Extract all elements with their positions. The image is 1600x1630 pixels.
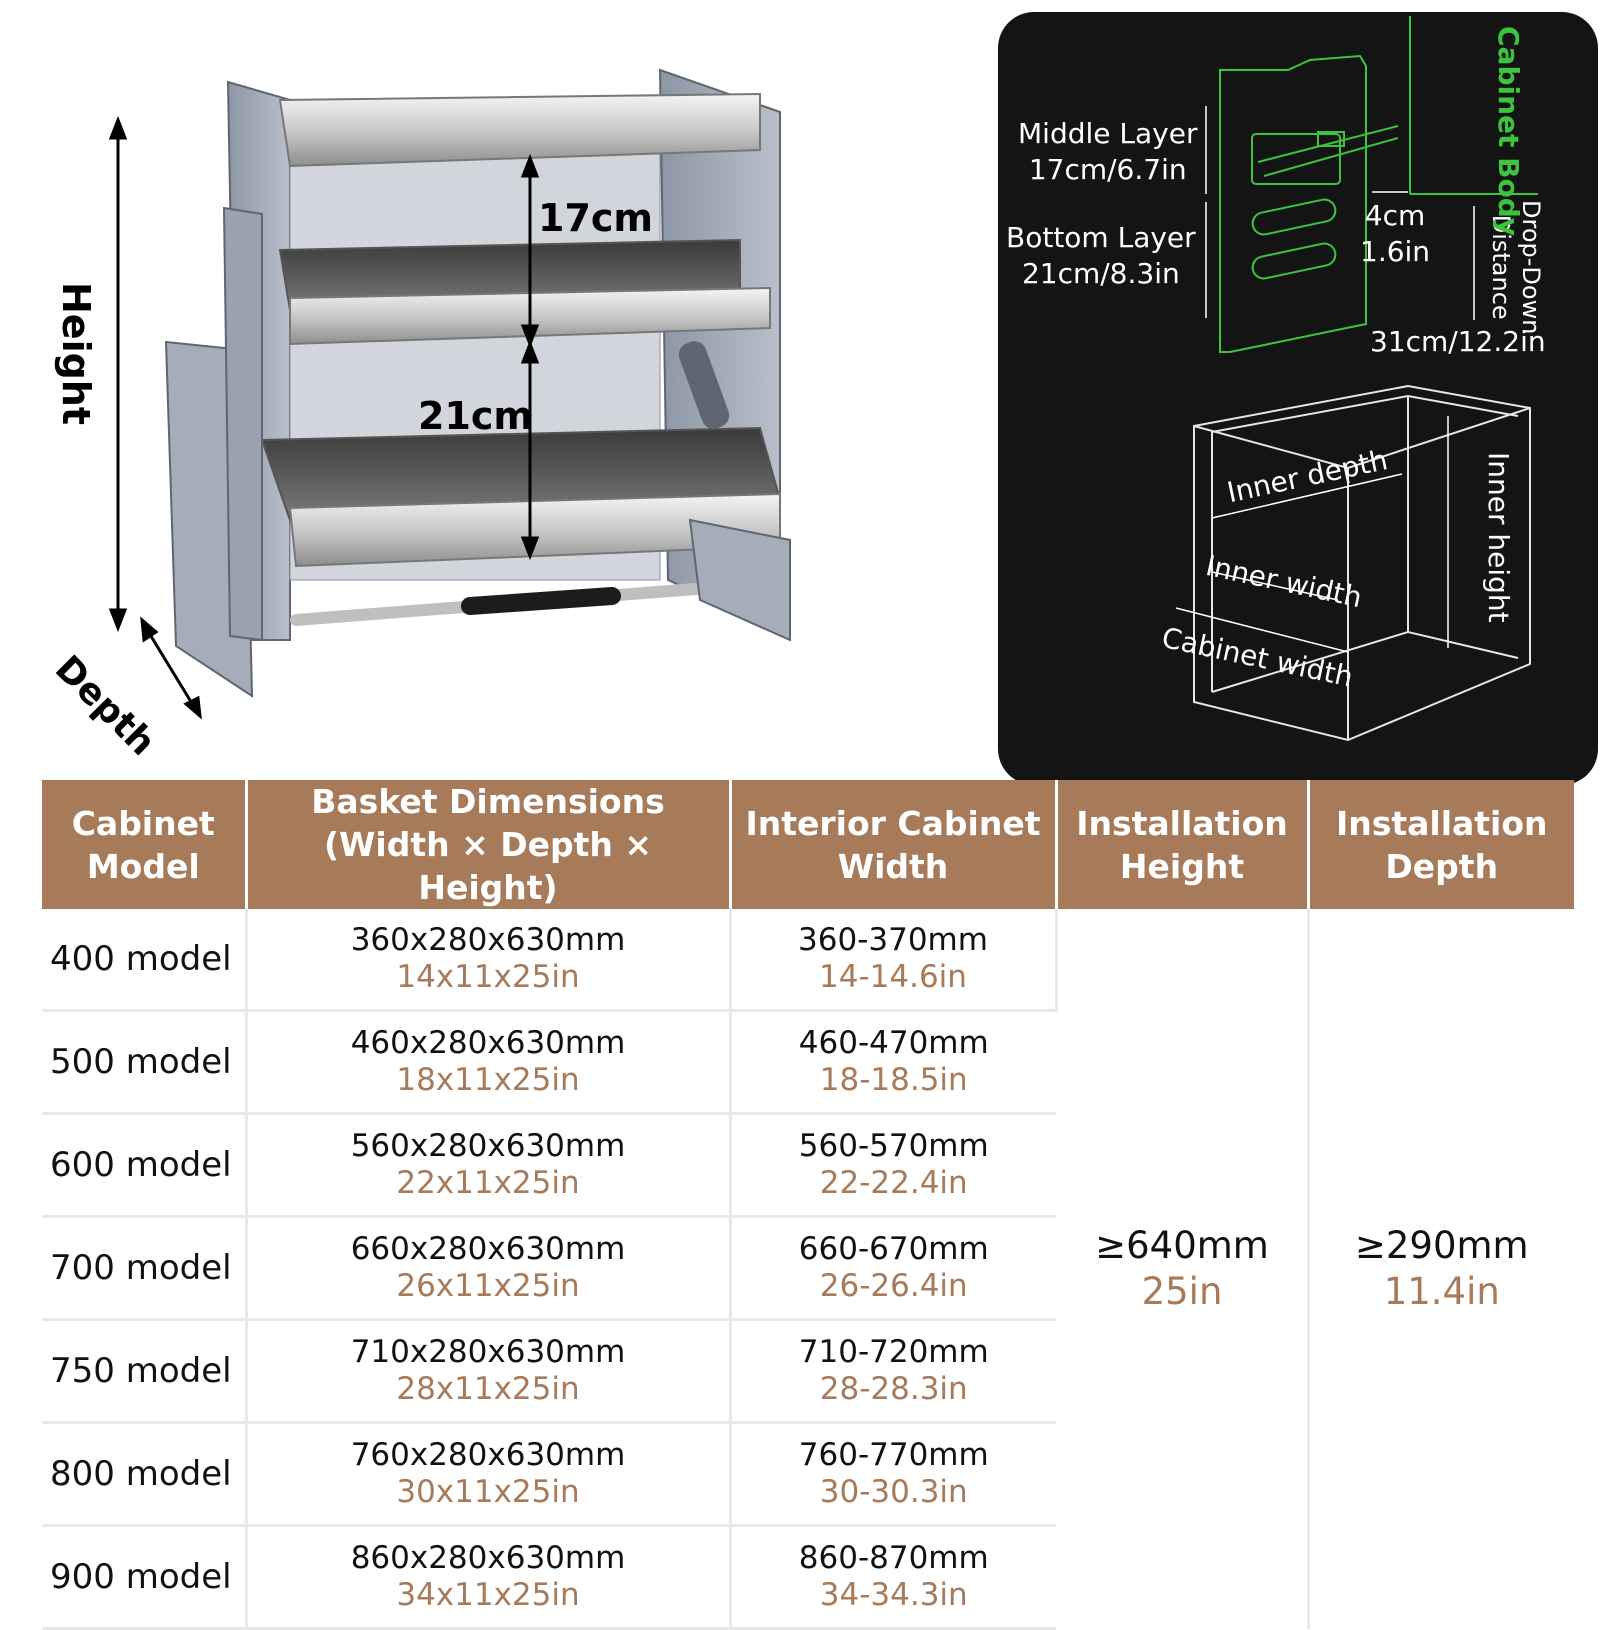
product-illustration: 17cm 21cm Height Depth xyxy=(0,0,1000,780)
cabinet-body-label: Cabinet Body xyxy=(1492,26,1525,237)
pull-down-basket-drawing xyxy=(108,68,791,720)
side-profile-and-cabinet-drawing xyxy=(1175,16,1538,742)
drop-down-value: 31cm/12.2in xyxy=(1370,325,1546,358)
spec-panel: Middle Layer 17cm/6.7in Bottom Layer 21c… xyxy=(998,12,1598,785)
gap-spec: 4cm 1.6in xyxy=(1360,198,1430,270)
gap-cm: 4cm xyxy=(1364,199,1426,232)
model-cell: 750 model xyxy=(42,1319,248,1424)
bottom-layer-value: 21cm/8.3in xyxy=(1021,257,1180,290)
model-cell: 400 model xyxy=(42,909,248,1012)
middle-layer-spec: Middle Layer 17cm/6.7in xyxy=(1018,116,1197,188)
model-cell: 900 model xyxy=(42,1525,248,1630)
height-label: Height xyxy=(54,282,98,426)
model-cell: 600 model xyxy=(42,1113,248,1218)
gap-in: 1.6in xyxy=(1360,235,1431,268)
bottom-layer-title: Bottom Layer xyxy=(1006,221,1196,254)
header-basket-dimensions: Basket Dimensions(Width × Depth × Height… xyxy=(246,780,732,909)
inner-height-label: Inner height xyxy=(1482,452,1515,623)
dimension-arrows xyxy=(108,115,540,720)
bottom-layer-height-label: 21cm xyxy=(418,394,534,438)
middle-layer-title: Middle Layer xyxy=(1018,117,1198,150)
middle-layer-height-label: 17cm xyxy=(538,196,654,240)
model-cell: 800 model xyxy=(42,1422,248,1527)
middle-layer-value: 17cm/6.7in xyxy=(1028,153,1187,186)
model-cell: 700 model xyxy=(42,1216,248,1321)
model-cell: 500 model xyxy=(42,1010,248,1115)
bottom-layer-spec: Bottom Layer 21cm/8.3in xyxy=(1006,220,1196,292)
